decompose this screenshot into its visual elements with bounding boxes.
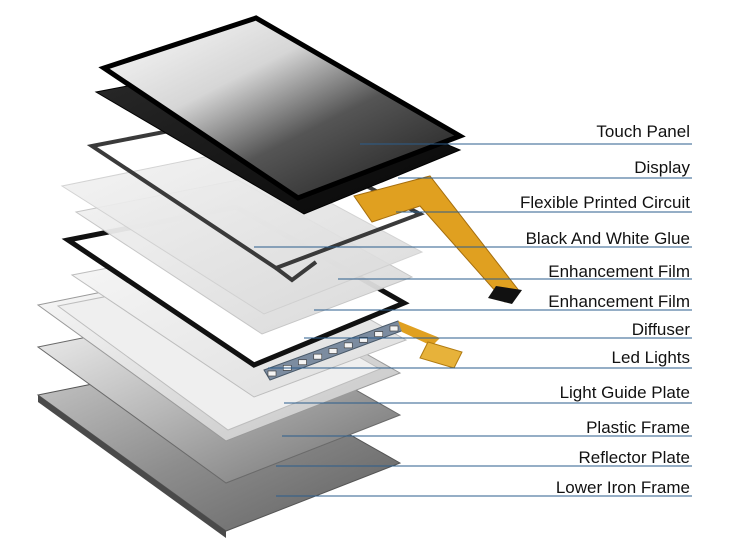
led-fpc-connector <box>419 341 463 369</box>
led-light <box>343 342 353 349</box>
black-and-white-glue-label: Black And White Glue <box>525 229 690 248</box>
led-light <box>298 359 307 366</box>
led-light <box>359 336 368 343</box>
led-light <box>374 331 384 337</box>
enhancement-film-1-label: Enhancement Film <box>548 262 690 281</box>
display-fpc-connector <box>488 286 522 304</box>
leader-lines <box>254 143 692 497</box>
touch-panel-label: Touch Panel <box>596 122 690 141</box>
enhancement-film-1-layer <box>60 150 424 315</box>
display-label: Display <box>634 158 690 177</box>
led-fpc-tail <box>398 321 440 346</box>
glue-tab <box>274 260 318 283</box>
light-guide-plate-label: Light Guide Plate <box>559 383 690 402</box>
enhancement-film-2-label: Enhancement Film <box>548 292 690 311</box>
diffuser-label: Diffuser <box>631 320 690 339</box>
led-light <box>313 353 323 360</box>
led-light <box>389 325 399 332</box>
enhancement-film-1-face <box>60 150 424 315</box>
lower-iron-frame-label: Lower Iron Frame <box>555 478 690 497</box>
plastic-frame-label: Plastic Frame <box>586 418 690 437</box>
lower-iron-frame-edge <box>38 395 226 538</box>
flexible-printed-circuit-label: Flexible Printed Circuit <box>519 193 690 212</box>
led-light <box>328 348 338 354</box>
led-lights-label: Led Lights <box>611 348 690 367</box>
reflector-plate-label: Reflector Plate <box>578 448 691 467</box>
led-light <box>267 370 277 377</box>
touch-panel-glass <box>98 15 466 201</box>
touch-panel-layer <box>98 15 466 201</box>
